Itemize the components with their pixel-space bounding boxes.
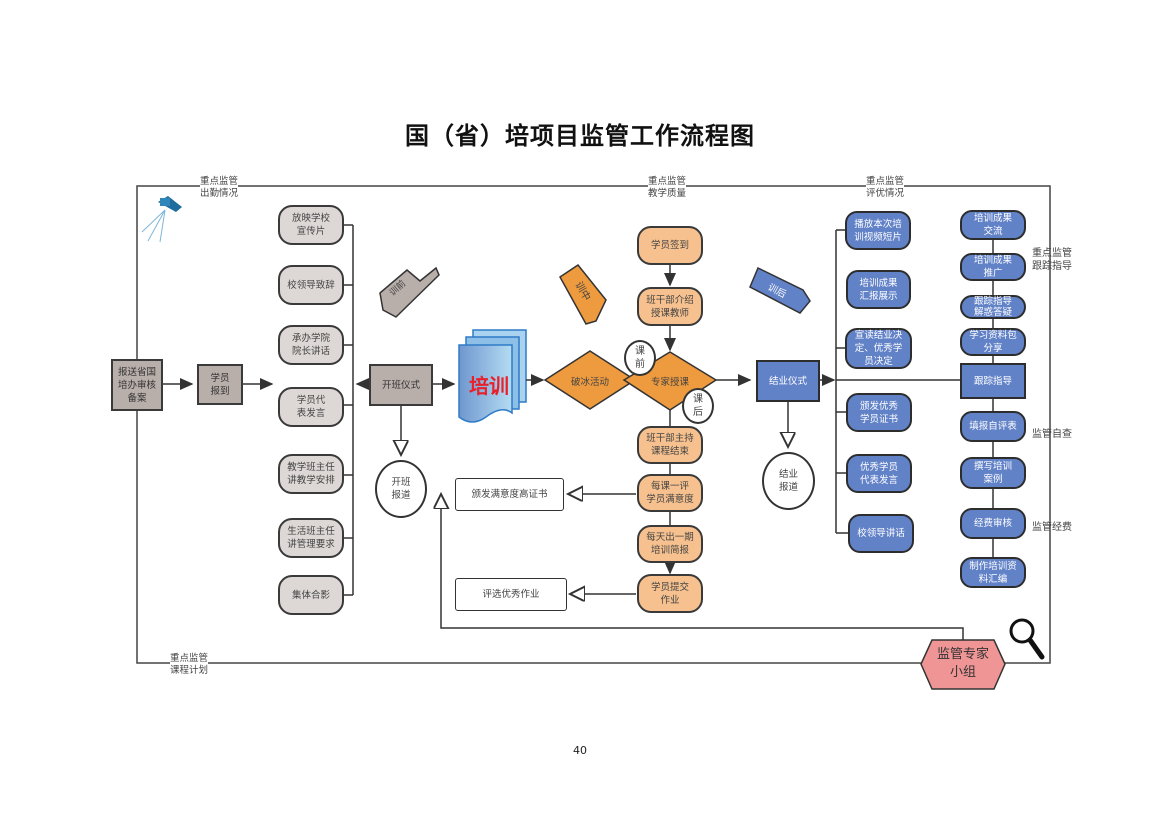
pre-item: 放映学校 宣传片 (278, 205, 344, 245)
opening-report-circle: 开班 报道 (375, 460, 427, 518)
training-step: 班干部主持 课程结束 (637, 426, 703, 464)
label-self-check: 监管自查 (1032, 429, 1072, 440)
training-step: 学员签到 (637, 226, 703, 265)
camera-icon (141, 196, 182, 243)
training-step: 班干部介绍 授课教师 (637, 287, 703, 326)
followup-item: 填报自评表 (960, 411, 1026, 442)
before-class-circle: 课 前 (624, 340, 656, 376)
label-teaching-quality: 重点监管 教学质量 (648, 176, 687, 200)
magnifier-icon (1009, 618, 1045, 660)
followup-item: 跟踪指导 解惑答疑 (960, 295, 1026, 319)
expert-group-hexagon (920, 639, 1006, 690)
label-tracking: 重点监管 跟踪指导 (1032, 248, 1072, 272)
label-funds: 监管经费 (1032, 522, 1072, 533)
after-class-circle: 课 后 (682, 388, 714, 424)
opening-ceremony-box: 开班仪式 (369, 364, 433, 406)
graduation-report-circle: 结业 报道 (762, 452, 815, 510)
post-item: 校领导讲话 (848, 514, 914, 553)
outer-frame (136, 185, 1051, 664)
pre-item: 教学班主任 讲教学安排 (278, 454, 344, 494)
pre-training-tag (379, 266, 440, 318)
homework-box: 评选优秀作业 (455, 578, 567, 611)
expert-lecture-label: 专家授课 (650, 377, 689, 388)
post-item: 播放本次培 训视频短片 (845, 211, 911, 250)
training-step: 每天出一期 培训简报 (637, 525, 703, 563)
submit-for-review-box: 报送省国 培办审核 备案 (111, 359, 163, 411)
in-training-tag (559, 263, 607, 325)
post-item: 培训成果 汇报展示 (846, 270, 911, 309)
label-evaluation: 重点监管 评优情况 (866, 176, 905, 200)
graduation-ceremony-box: 结业仪式 (756, 360, 820, 402)
expert-group-label: 监管专家 小组 (936, 647, 989, 680)
student-register-box: 学员 报到 (197, 364, 243, 405)
pre-item: 学员代 表发言 (278, 387, 344, 427)
followup-item: 制作培训资 料汇编 (960, 557, 1026, 588)
pre-item: 校领导致辞 (278, 265, 344, 305)
followup-item: 培训成果 交流 (960, 210, 1026, 240)
training-step: 学员提交 作业 (637, 574, 703, 613)
training-label: 培训 (469, 374, 509, 398)
training-step: 每课一评 学员满意度 (637, 474, 703, 512)
post-item: 优秀学员 代表发言 (846, 454, 912, 493)
followup-item: 撰写培训 案例 (960, 457, 1026, 489)
followup-item: 学习资料包 分享 (960, 328, 1026, 356)
certificate-box: 颁发满意度高证书 (455, 478, 564, 511)
label-attendance: 重点监管 出勤情况 (200, 176, 239, 200)
page-title: 国（省）培项目监管工作流程图 (405, 121, 755, 150)
pre-item: 生活班主任 讲管理要求 (278, 518, 344, 558)
followup-item: 经费审核 (960, 508, 1026, 539)
post-item: 宣读结业决 定、优秀学 员决定 (845, 328, 912, 369)
icebreak-label: 破冰活动 (570, 377, 609, 388)
label-course-plan: 重点监管 课程计划 (170, 653, 209, 677)
training-document-stack (458, 329, 527, 423)
page-number: 40 (573, 744, 587, 757)
pre-item: 承办学院 院长讲话 (278, 325, 344, 365)
followup-item: 培训成果 推广 (960, 253, 1026, 281)
post-item: 颁发优秀 学员证书 (846, 393, 912, 432)
post-training-tag (749, 266, 811, 314)
followup-center-box: 跟踪指导 (960, 363, 1026, 399)
pre-item: 集体合影 (278, 575, 344, 615)
